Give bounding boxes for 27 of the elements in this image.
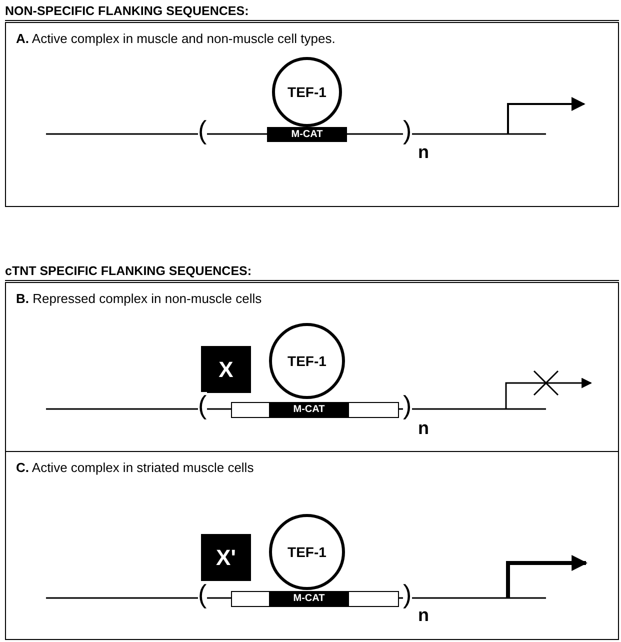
flanking-sequence-box: [231, 402, 399, 418]
tef1-circle: TEF-1: [272, 57, 342, 127]
repeat-count: n: [418, 142, 429, 163]
repressor-box: X: [201, 346, 251, 393]
repeat-bracket: ): [403, 392, 412, 418]
repeat-count: n: [418, 418, 429, 439]
section-heading: NON-SPECIFIC FLANKING SEQUENCES:: [5, 4, 249, 18]
repeat-bracket: (: [198, 392, 207, 418]
panel-caption: A. Active complex in muscle and non-muscle cell types.: [16, 31, 336, 46]
panel-caption: B. Repressed complex in non-muscle cells: [16, 291, 262, 306]
mcat-element-box: M-CAT: [269, 402, 349, 418]
repeat-bracket: ): [403, 581, 412, 607]
flanking-sequence-box: [231, 591, 399, 607]
mcat-element-box: M-CAT: [267, 127, 347, 142]
mcat-element-box: M-CAT: [269, 590, 349, 606]
repeat-bracket: ): [403, 117, 412, 143]
section-heading: cTNT SPECIFIC FLANKING SEQUENCES:: [5, 264, 252, 278]
panel-caption: C. Active complex in striated muscle cells: [16, 460, 254, 475]
repeat-bracket: (: [198, 117, 207, 143]
tef1-circle: TEF-1: [269, 323, 345, 399]
panel-frame: [5, 451, 619, 640]
tef1-circle: TEF-1: [269, 514, 345, 590]
repeat-count: n: [418, 605, 429, 626]
panel-frame: [5, 282, 619, 452]
repeat-bracket: (: [198, 581, 207, 607]
repressor-box: X': [201, 534, 251, 581]
panel-frame: [5, 22, 619, 207]
